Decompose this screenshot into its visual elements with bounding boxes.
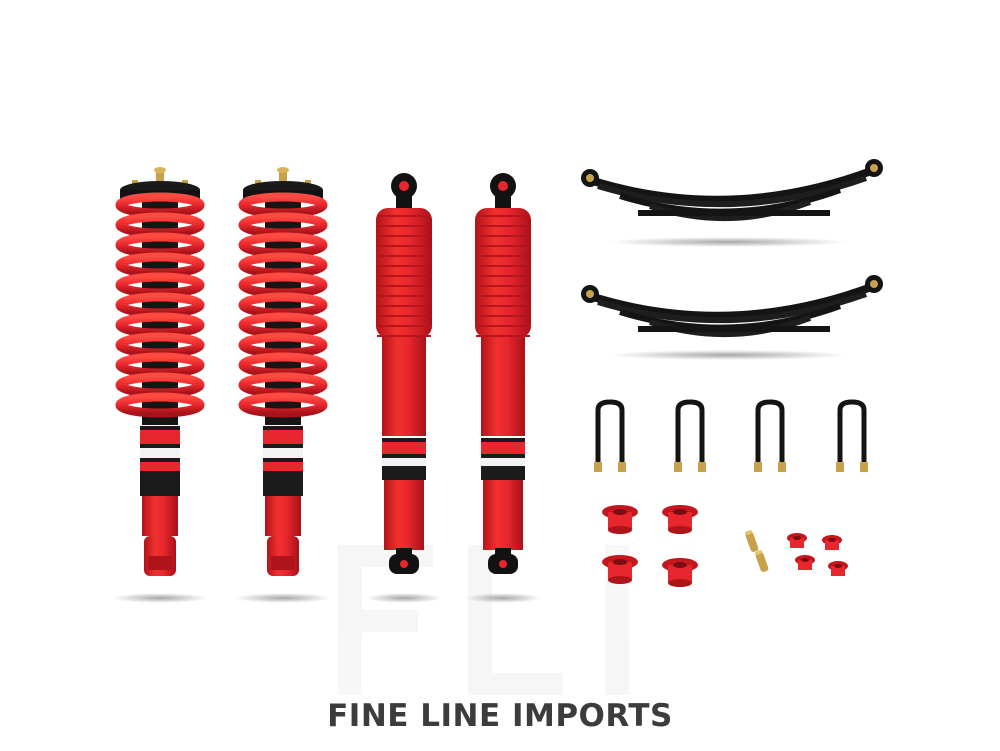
coil-turn	[115, 392, 205, 418]
leaf-spring-bottom	[581, 275, 883, 334]
bushing-kit	[602, 505, 848, 587]
shock-absorber-right	[475, 173, 531, 574]
shock-absorber-left	[376, 173, 432, 574]
leaf-spring-top	[581, 159, 883, 218]
u-bolt-2	[674, 402, 706, 472]
floor-shadows	[112, 237, 848, 603]
coil-turn	[238, 392, 328, 418]
u-bolt-1	[594, 402, 626, 472]
coil-springs	[115, 192, 328, 418]
shock-boot-ribs	[377, 215, 530, 337]
brand-name: FINE LINE IMPORTS	[327, 698, 673, 734]
u-bolt-3	[754, 402, 786, 472]
watermark-monogram	[338, 545, 629, 695]
u-bolt-4	[836, 402, 868, 472]
